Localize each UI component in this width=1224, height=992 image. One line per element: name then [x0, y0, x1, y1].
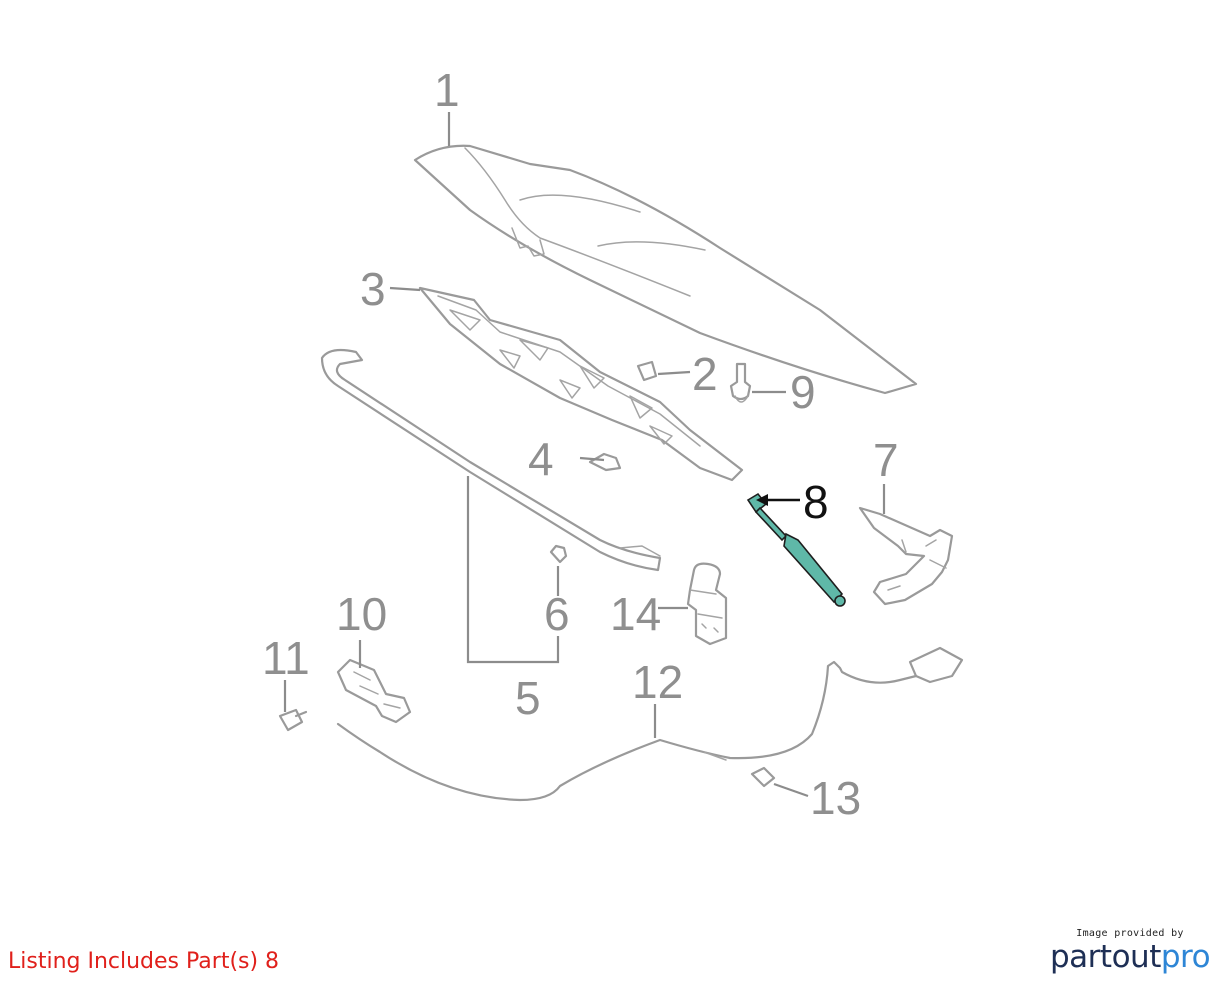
part-7-hinge[interactable] [858, 506, 954, 606]
part-11-bolt[interactable] [278, 708, 308, 732]
credit-caption: Image provided by [1076, 928, 1184, 939]
part-8-hood-strut[interactable] [746, 492, 846, 607]
callout-6: 6 [544, 588, 570, 640]
logo-text-pro: pro [1160, 939, 1211, 975]
callout-9: 9 [790, 366, 816, 418]
listing-note: Listing Includes Part(s) 8 [8, 949, 280, 974]
partoutpro-logo: partoutpro [1050, 939, 1211, 975]
callout-12: 12 [632, 656, 683, 708]
callout-4: 4 [528, 433, 554, 485]
callout-10: 10 [336, 588, 387, 640]
callout-11: 11 [262, 632, 310, 684]
leader-lines [283, 112, 886, 798]
callout-7: 7 [873, 434, 899, 486]
part-9-retainer[interactable] [729, 362, 752, 403]
part-2-clip[interactable] [636, 360, 658, 382]
callout-13: 13 [810, 772, 861, 824]
callout-2: 2 [692, 348, 718, 400]
part-4-bumper[interactable] [588, 452, 622, 472]
part-12-release-cable[interactable] [336, 646, 964, 802]
part-10-latch[interactable] [336, 658, 412, 724]
part-1-hood[interactable] [413, 144, 918, 395]
logo-text-partout: partout [1050, 939, 1161, 975]
callout-5: 5 [515, 672, 541, 724]
part-3-hood-frame[interactable] [418, 286, 744, 482]
callout-1: 1 [434, 64, 460, 116]
part-14-bumper-mount[interactable] [686, 562, 728, 646]
callout-8: 8 [803, 476, 829, 528]
part-6-clip[interactable] [549, 544, 568, 564]
image-credit: Image provided by partoutpro [1050, 928, 1211, 975]
callout-3: 3 [360, 263, 386, 315]
part-5-hood-seal[interactable] [320, 348, 662, 572]
callout-14: 14 [610, 588, 661, 640]
part-13-cable-clip[interactable] [750, 766, 776, 788]
